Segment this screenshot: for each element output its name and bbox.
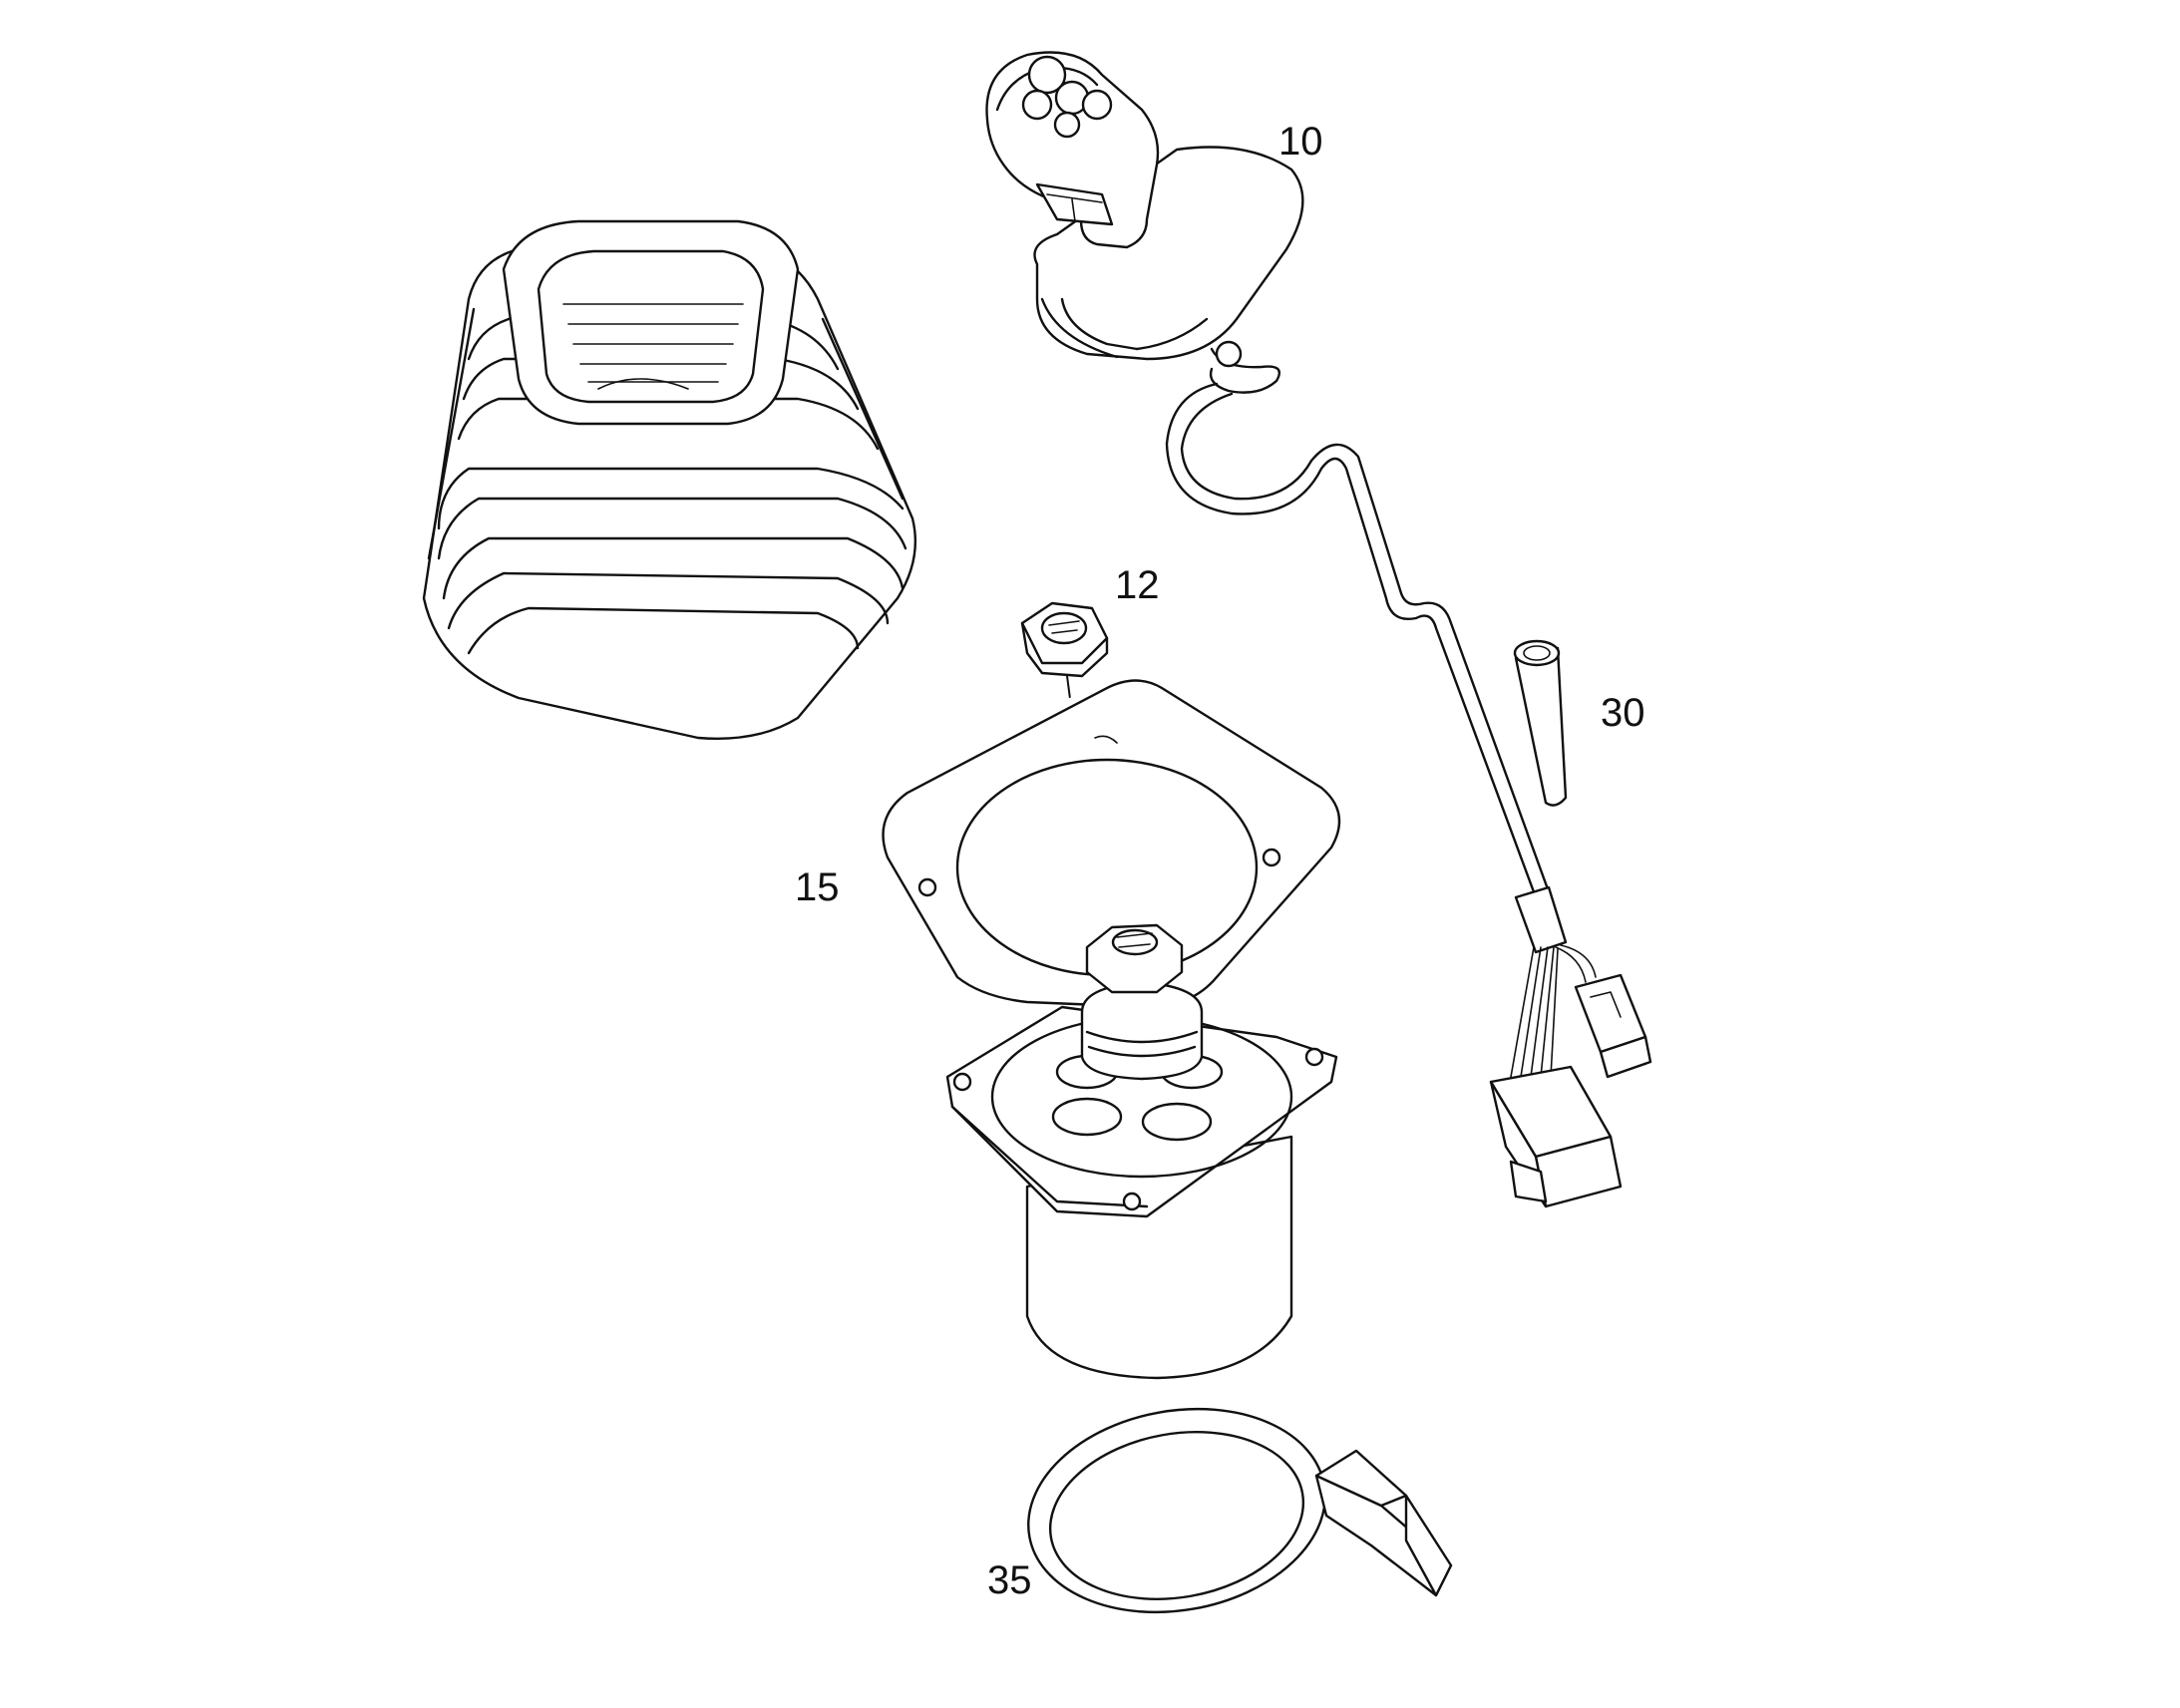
cable-harness xyxy=(1165,382,1652,1208)
mounting-plate xyxy=(882,679,1341,1019)
callout-15: 15 xyxy=(795,865,840,909)
hex-nut xyxy=(1020,601,1109,678)
joystick-handle xyxy=(985,51,1304,394)
cable-tie xyxy=(1027,1407,1453,1614)
rubber-boot xyxy=(422,219,917,741)
pilot-valve-body xyxy=(945,923,1338,1380)
callout-12: 12 xyxy=(1115,563,1160,607)
callout-30: 30 xyxy=(1601,691,1645,735)
callout-35: 35 xyxy=(987,1558,1032,1602)
sleeve-tube xyxy=(1513,639,1568,807)
callout-10: 10 xyxy=(1278,120,1323,164)
